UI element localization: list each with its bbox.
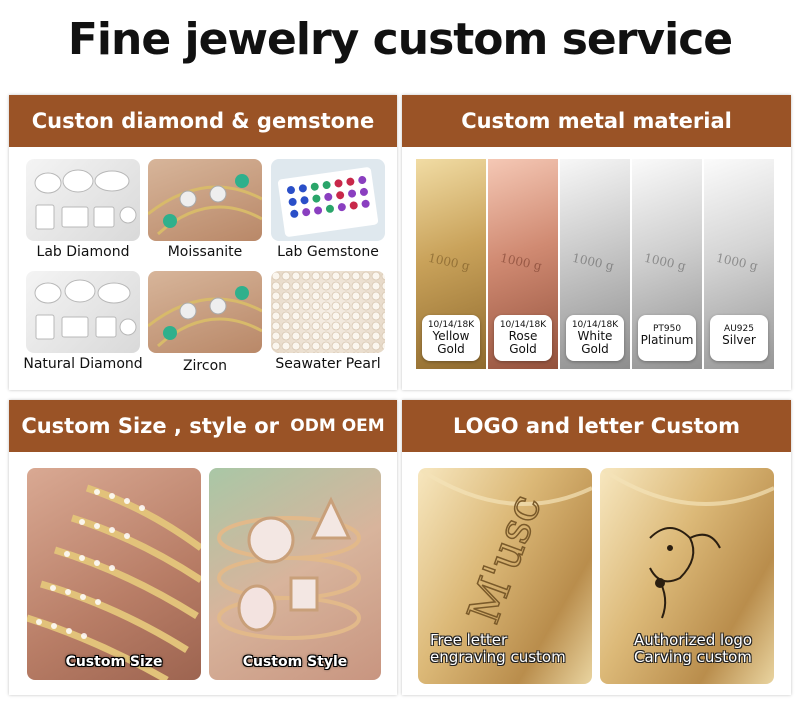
letter-engraving-image: M'usc Free letter engraving custom — [418, 468, 592, 684]
yellow-gold-name-1: Yellow — [432, 329, 470, 343]
yellow-gold-karat: 10/14/18K — [427, 320, 475, 330]
logo-carving-caption-2: Carving custom — [634, 648, 752, 666]
bar-stamp: 1000 g — [715, 250, 760, 274]
bar-stamp: 1000 g — [427, 250, 472, 274]
platinum-name: Platinum — [640, 333, 694, 347]
size-panel-heading: Custom Size , style or ODM OEM — [9, 400, 397, 452]
platinum-karat: PT950 — [652, 324, 682, 334]
rose-gold-karat: 10/14/18K — [499, 320, 547, 330]
gemstone-panel-heading: Custon diamond & gemstone — [9, 95, 397, 147]
size-heading-main: Custom Size , style or — [21, 414, 287, 438]
logo-panel-heading: LOGO and letter Custom — [402, 400, 791, 452]
size-panel: Custom Size , style or ODM OEM Custom Si… — [9, 400, 397, 695]
custom-style-image: Custom Style — [209, 468, 381, 680]
rose-gold-name-2: Gold — [509, 342, 537, 356]
zircon-label: Zircon — [182, 358, 228, 374]
silver-karat: AU925 — [724, 324, 754, 334]
lab-diamond-image — [26, 159, 140, 241]
moissanite-image — [148, 159, 262, 241]
zircon-image — [148, 271, 262, 353]
custom-size-image: Custom Size — [27, 468, 201, 680]
white-gold-name-2: Gold — [581, 342, 609, 356]
natural-diamond-image — [26, 271, 140, 353]
size-heading-small: ODM OEM — [290, 416, 385, 436]
lab-diamond-label: Lab Diamond — [36, 244, 130, 260]
bar-stamp: 1000 g — [643, 250, 688, 274]
letter-engraving-caption-2: engraving custom — [430, 648, 566, 666]
natural-diamond-label: Natural Diamond — [23, 356, 143, 372]
seawater-pearl-image — [271, 271, 385, 353]
logo-carving-caption-1: Authorized logo — [634, 631, 753, 649]
rose-gold-name-1: Rose — [508, 329, 538, 343]
silver-name: Silver — [722, 333, 756, 347]
lab-gemstone-image — [271, 159, 385, 241]
yellow-gold-name-2: Gold — [437, 342, 465, 356]
metal-panel-heading: Custom metal material — [402, 95, 791, 147]
custom-style-label: Custom Style — [242, 654, 348, 670]
custom-size-label: Custom Size — [65, 654, 163, 670]
lab-gemstone-label: Lab Gemstone — [277, 244, 379, 260]
logo-carving-image: Authorized logo Carving custom — [600, 468, 774, 684]
moissanite-label: Moissanite — [167, 244, 243, 260]
engraving-text: M'usc — [458, 488, 551, 630]
white-gold-karat: 10/14/18K — [571, 320, 619, 330]
seawater-pearl-label: Seawater Pearl — [275, 356, 381, 372]
size-panel-body: Custom Size Custom Style — [9, 452, 397, 695]
gemstone-panel-body: Lab Diamond Moissanite Lab Gemstone Natu… — [9, 147, 397, 390]
bar-stamp: 1000 g — [499, 250, 544, 274]
page-title: Fine jewelry custom service — [67, 14, 733, 65]
bar-stamp: 1000 g — [571, 250, 616, 274]
logo-panel-body: M'usc Free letter engraving custom Autho… — [402, 452, 791, 695]
gemstone-panel: Custon diamond & gemstone Lab Diamond Mo… — [9, 95, 397, 390]
logo-panel: LOGO and letter Custom M'usc Free letter… — [402, 400, 791, 695]
letter-engraving-caption-1: Free letter — [430, 631, 508, 649]
white-gold-name-1: White — [577, 329, 613, 343]
